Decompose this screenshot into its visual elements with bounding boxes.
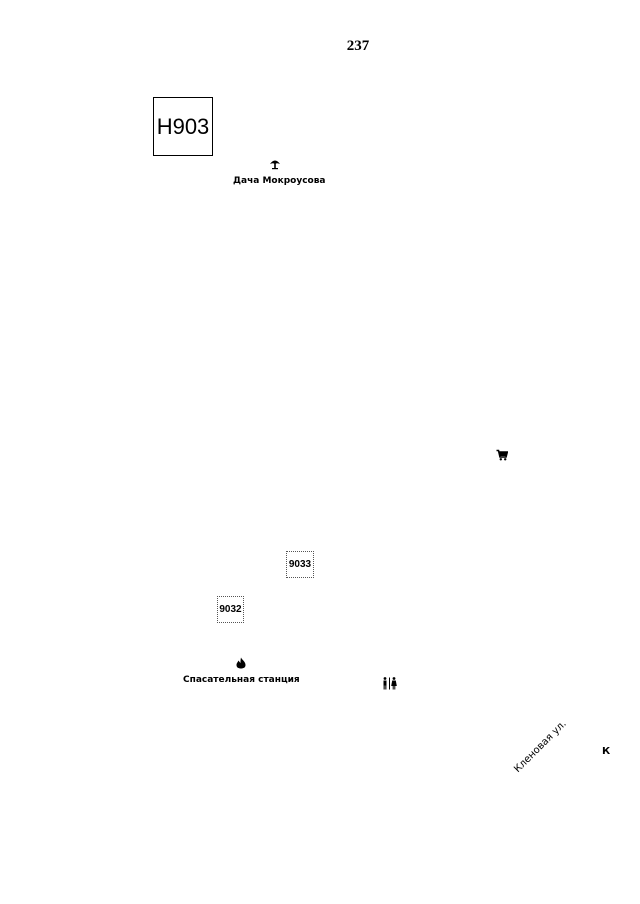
sheet-code: H903 bbox=[156, 113, 210, 139]
map-ref-box-9032: 9032 bbox=[217, 596, 244, 623]
map-ref-box-9033: 9033 bbox=[286, 551, 314, 578]
place-label-dacha: Дача Мокроусова bbox=[233, 176, 326, 186]
toilet-icon bbox=[383, 677, 397, 690]
map-ref-label: 9032 bbox=[219, 604, 242, 615]
shopping-cart-icon bbox=[496, 449, 508, 461]
edge-letter: К bbox=[602, 746, 611, 757]
map-ref-label: 9033 bbox=[288, 559, 312, 570]
place-label-rescue-station: Спасательная станция bbox=[183, 675, 300, 685]
street-label-klenovaya: Кленовая ул. bbox=[512, 718, 569, 775]
fire-icon bbox=[236, 657, 246, 669]
page-number: 237 bbox=[346, 38, 370, 54]
tree-icon bbox=[270, 160, 280, 170]
sheet-code-box: H903 bbox=[153, 97, 213, 156]
